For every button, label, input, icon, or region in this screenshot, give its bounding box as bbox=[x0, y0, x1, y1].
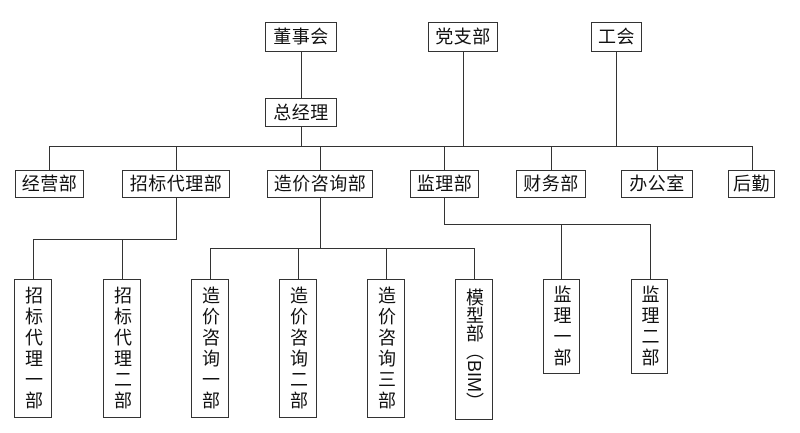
node-label: 办公室 bbox=[629, 174, 685, 194]
node-label: 后勤 bbox=[733, 174, 770, 194]
node-label: 造价咨询部 bbox=[273, 174, 367, 194]
node-label: 招标代理部 bbox=[129, 174, 223, 194]
drop-cost-consulting bbox=[320, 146, 321, 170]
node-finance-dept: 财务部 bbox=[516, 170, 586, 198]
bidding-agency-stem bbox=[176, 198, 177, 239]
node-cost-consulting-section-3: 造价咨询三部 bbox=[367, 279, 405, 418]
node-label: 监理部 bbox=[416, 174, 473, 194]
drop-bidding-agency-2 bbox=[122, 239, 123, 279]
node-general-manager: 总经理 bbox=[265, 98, 337, 127]
bidding-agency-rail bbox=[33, 239, 177, 240]
node-logistics-dept: 后勤 bbox=[728, 170, 775, 198]
drop-office bbox=[657, 146, 658, 170]
node-label: 招标代理一部 bbox=[23, 285, 43, 412]
bus-rail bbox=[49, 146, 753, 147]
drop-finance bbox=[551, 146, 552, 170]
drop-cost-consulting-2 bbox=[298, 248, 299, 279]
node-supervision-dept: 监理部 bbox=[410, 170, 479, 198]
cost-consulting-stem bbox=[320, 198, 321, 248]
drop-cost-consulting-3 bbox=[386, 248, 387, 279]
node-label: 财务部 bbox=[523, 174, 579, 194]
node-operations-dept: 经营部 bbox=[15, 170, 84, 198]
node-bidding-agency-section-2: 招标代理二部 bbox=[103, 279, 141, 418]
node-office-dept: 办公室 bbox=[621, 170, 693, 198]
edge-party-branch-to-bus bbox=[463, 52, 464, 146]
node-label: 监理一部 bbox=[551, 284, 572, 369]
node-label: 招标代理二部 bbox=[112, 285, 132, 412]
drop-supervision bbox=[444, 146, 445, 170]
node-label: 经营部 bbox=[21, 174, 78, 194]
node-board-of-directors: 董事会 bbox=[265, 22, 337, 52]
drop-bidding-agency-1 bbox=[33, 239, 34, 279]
drop-supervision-2 bbox=[650, 224, 651, 279]
supervision-stem bbox=[444, 198, 445, 224]
node-label: 总经理 bbox=[273, 102, 329, 123]
node-bidding-agency-dept: 招标代理部 bbox=[122, 170, 230, 198]
node-label: 工会 bbox=[598, 27, 635, 47]
drop-cost-consulting-1 bbox=[210, 248, 211, 279]
node-label: 董事会 bbox=[273, 27, 329, 47]
edge-board-to-general-manager bbox=[301, 52, 302, 98]
node-label: 模型部（BIM） bbox=[464, 288, 484, 411]
drop-bim-model bbox=[474, 248, 475, 279]
node-bidding-agency-section-1: 招标代理一部 bbox=[14, 279, 52, 418]
node-label: 党支部 bbox=[435, 27, 491, 47]
cost-consulting-rail bbox=[210, 248, 475, 249]
node-label: 造价咨询二部 bbox=[288, 285, 308, 412]
node-labor-union: 工会 bbox=[591, 22, 642, 52]
edge-labor-union-to-bus bbox=[616, 52, 617, 146]
node-cost-consulting-section-1: 造价咨询一部 bbox=[191, 279, 229, 418]
node-supervision-section-1: 监理一部 bbox=[543, 279, 580, 374]
node-cost-consulting-section-2: 造价咨询二部 bbox=[279, 279, 317, 418]
node-bim-model-dept: 模型部（BIM） bbox=[455, 279, 493, 420]
edge-general-manager-to-bus bbox=[301, 127, 302, 146]
supervision-rail bbox=[444, 224, 651, 225]
drop-supervision-1 bbox=[561, 224, 562, 279]
node-label: 监理二部 bbox=[639, 284, 660, 369]
node-label: 造价咨询一部 bbox=[200, 285, 220, 412]
drop-logistics bbox=[752, 146, 753, 170]
drop-operations bbox=[49, 146, 50, 170]
node-party-branch: 党支部 bbox=[428, 22, 498, 52]
node-supervision-section-2: 监理二部 bbox=[631, 279, 668, 374]
node-cost-consulting-dept: 造价咨询部 bbox=[267, 170, 373, 198]
node-label: 造价咨询三部 bbox=[376, 285, 396, 412]
drop-bidding-agency bbox=[176, 146, 177, 170]
